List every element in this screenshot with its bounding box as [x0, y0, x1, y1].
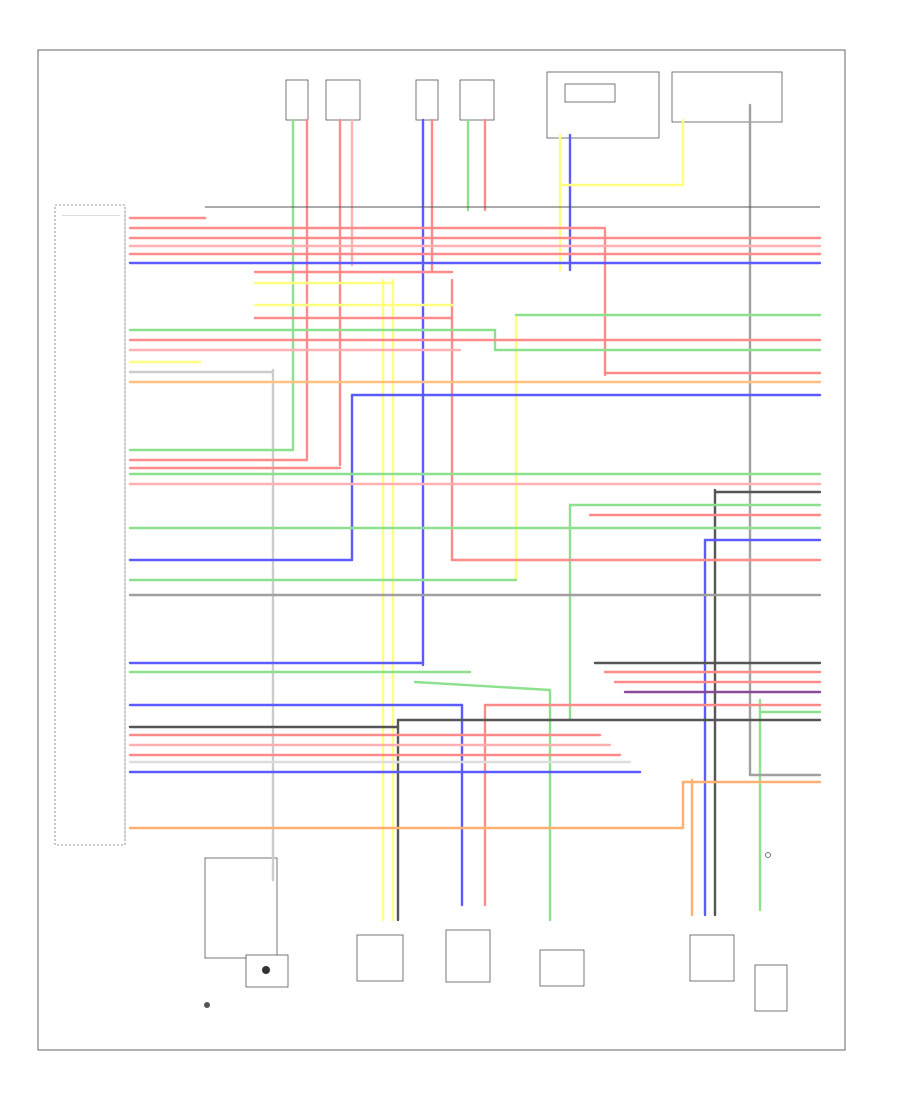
bottom-components [204, 857, 788, 1012]
top-fuse-block-1 [285, 79, 495, 121]
top-relay-boxes [546, 71, 783, 139]
diagram-frame [37, 49, 846, 1051]
pin-label-column [62, 215, 120, 216]
connector-stubs [204, 852, 771, 1008]
engine-control-module-outline [54, 204, 126, 846]
horizontal-wires [128, 216, 822, 830]
